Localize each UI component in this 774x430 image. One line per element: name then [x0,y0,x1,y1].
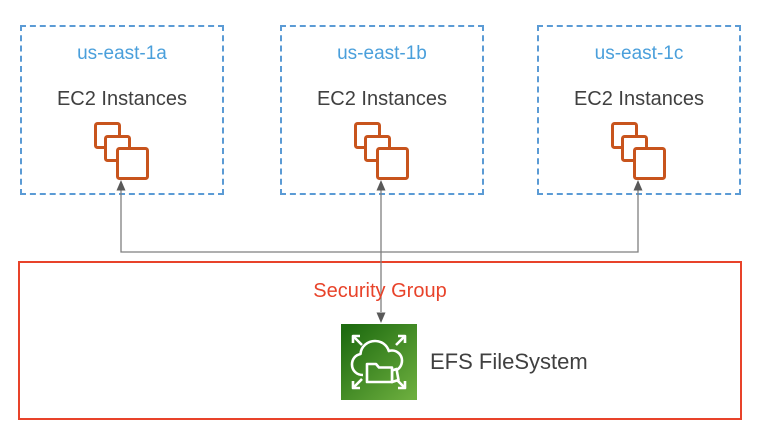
security-group-label: Security Group [313,280,447,302]
availability-zone-label: us-east-1b [337,43,427,64]
cloud-shape [350,339,404,377]
ec2-instances-label: EC2 Instances [316,88,448,110]
efs-filesystem-label: EFS FileSystem [430,349,588,374]
security-group-box [18,261,742,420]
availability-zone-box-us-east-1a: us-east-1a EC2 Instances [20,25,224,195]
ec2-instances-label: EC2 Instances [56,88,188,110]
folder-shape [365,362,394,384]
ec2-instances-icon [354,122,409,180]
efs-icon [341,324,417,400]
ec2-instances-icon [611,122,666,180]
availability-zone-label: us-east-1a [77,43,167,64]
availability-zone-box-us-east-1b: us-east-1b EC2 Instances [280,25,484,195]
ec2-instances-icon [94,122,149,180]
connector-horizontal-line [120,190,639,253]
availability-zone-label: us-east-1c [594,43,684,64]
availability-zone-box-us-east-1c: us-east-1c EC2 Instances [537,25,741,195]
ec2-instances-label: EC2 Instances [573,88,705,110]
